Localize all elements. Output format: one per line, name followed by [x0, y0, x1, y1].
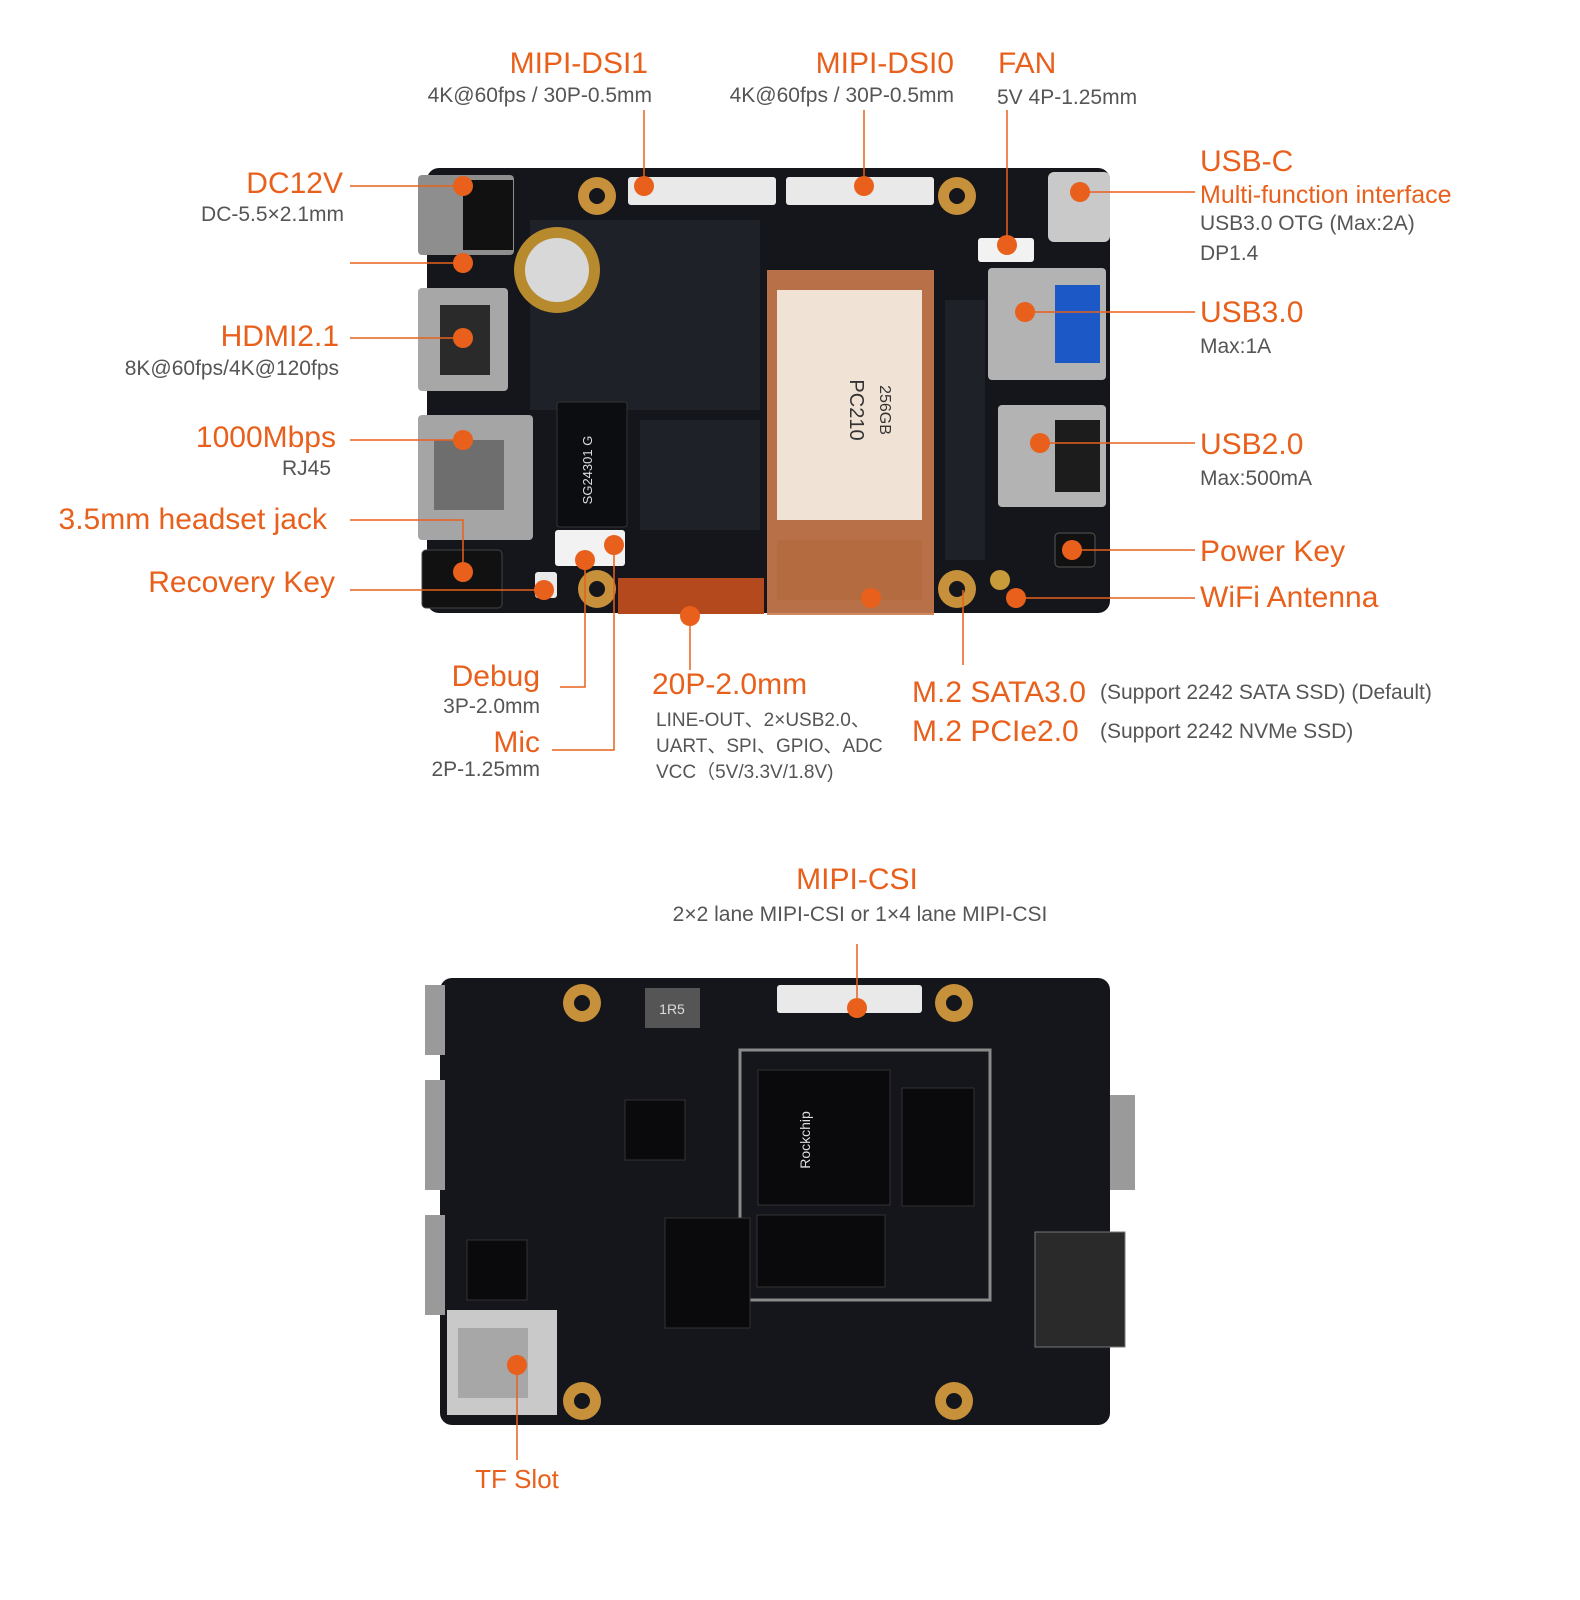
tf-slot-title: TF Slot: [475, 1464, 559, 1494]
leader-lines: [350, 110, 1195, 1460]
soc-chip: [757, 1069, 891, 1206]
mipi-dsi0-sub: 4K@60fps / 30P-0.5mm: [729, 84, 954, 107]
mipi-dsi1-connector: [628, 177, 776, 205]
m2-pcie-sub: (Support 2242 NVMe SSD): [1100, 720, 1354, 743]
usbc-line1: Multi-function interface: [1200, 181, 1452, 209]
mipi-csi-connector: [777, 985, 922, 1013]
wifi-title: WiFi Antenna: [1200, 581, 1379, 614]
usb-hub-chip: [466, 1239, 528, 1301]
mounting-holes-top: [578, 177, 976, 608]
usbc-line3: DP1.4: [1200, 242, 1259, 265]
ssd-capacity-label: 256GB: [876, 385, 893, 435]
bottom-edge-port-3: [425, 1215, 445, 1315]
usb20-title: USB2.0: [1200, 428, 1304, 461]
gpio-sub: LINE-OUT、2×USB2.0、 UART、SPI、GPIO、ADC VCC…: [656, 710, 883, 784]
usbc-title: USB-C: [1200, 145, 1294, 178]
inductor-label: 1R5: [659, 1001, 685, 1017]
top-pcb-texture: [530, 220, 985, 560]
mipi-dsi0-title: MIPI-DSI0: [815, 47, 954, 80]
emmc-chip: [664, 1217, 751, 1329]
ram-chip-1: [901, 1087, 975, 1207]
fan-title: FAN: [998, 47, 1057, 80]
ram-chip-2: [756, 1214, 886, 1288]
bottom-edge-port-1: [425, 985, 445, 1055]
usbc-port: [1048, 172, 1110, 242]
mipi-dsi1-sub: 4K@60fps / 30P-0.5mm: [427, 84, 652, 107]
usbc-line2: USB3.0 OTG (Max:2A): [1200, 212, 1415, 235]
wifi-antenna-connector: [990, 570, 1010, 590]
mipi-csi-title: MIPI-CSI: [796, 863, 918, 896]
bottom-rj45-rear: [1034, 1231, 1126, 1348]
debug-sub: 3P-2.0mm: [443, 695, 540, 718]
leader-dots: [453, 176, 1090, 1375]
dc12v-sub: DC-5.5×2.1mm: [201, 203, 344, 226]
bottom-board: 1R5 Rockchip: [425, 978, 1135, 1425]
mipi-dsi1-title: MIPI-DSI1: [509, 47, 648, 80]
fan-sub: 5V 4P-1.25mm: [997, 86, 1138, 109]
leader-debug: [560, 560, 586, 688]
hdmi-title: HDMI2.1: [220, 320, 339, 353]
soc-shield-outline: [738, 1048, 992, 1302]
leader-headset: [350, 519, 464, 572]
power-title: Power Key: [1200, 535, 1346, 568]
gpio-title: 20P-2.0mm: [652, 668, 808, 701]
mounting-holes-bottom: [563, 984, 973, 1420]
usb20-sub: Max:500mA: [1200, 467, 1313, 490]
m2-sata-title: M.2 SATA3.0: [912, 676, 1086, 709]
recovery-title: Recovery Key: [148, 566, 335, 599]
mic-sub: 2P-1.25mm: [431, 758, 540, 781]
ethernet-transformer: [556, 401, 628, 528]
mipi-csi-sub: 2×2 lane MIPI-CSI or 1×4 lane MIPI-CSI: [672, 903, 1048, 926]
top-board: SG24301 G PC210 256GB: [418, 168, 1110, 615]
ethernet-title: 1000Mbps: [195, 421, 336, 454]
dc12v-title: DC12V: [246, 167, 343, 200]
ethernet-sub: RJ45: [281, 457, 331, 480]
usb30-title: USB3.0: [1200, 296, 1304, 329]
bottom-right-port: [1110, 1095, 1135, 1190]
headset-title: 3.5mm headset jack: [58, 503, 327, 536]
debug-title: Debug: [451, 660, 540, 693]
leader-mic: [552, 545, 615, 751]
m2-pcie-title: M.2 PCIe2.0: [912, 715, 1079, 748]
soc-brand-label: Rockchip: [797, 1111, 813, 1169]
pmic-chip: [624, 1099, 686, 1161]
hdmi-sub: 8K@60fps/4K@120fps: [124, 357, 339, 380]
ssd-brand-label: PC210: [845, 379, 867, 440]
inductor: [645, 988, 700, 1028]
m2-ssd: PC210 256GB: [767, 270, 934, 615]
mic-title: Mic: [493, 726, 540, 759]
m2-sata-sub: (Support 2242 SATA SSD) (Default): [1100, 681, 1432, 704]
bottom-edge-port-2: [425, 1080, 445, 1190]
eth-chip-label: SG24301 G: [580, 436, 595, 505]
usb30-sub: Max:1A: [1200, 335, 1272, 358]
